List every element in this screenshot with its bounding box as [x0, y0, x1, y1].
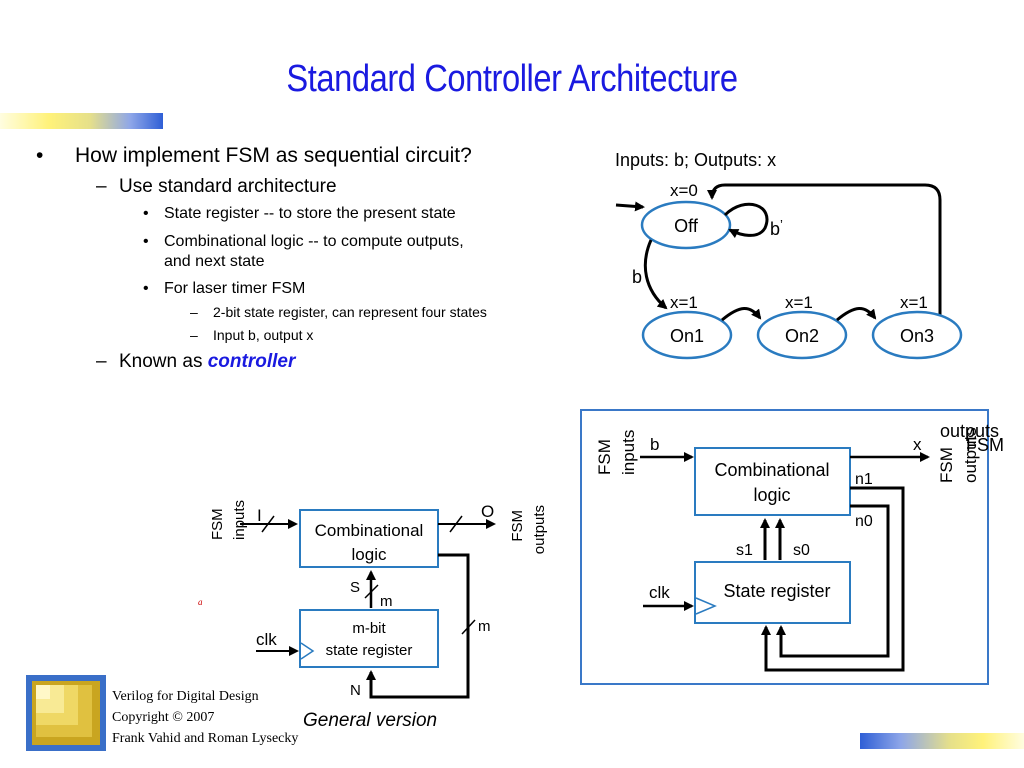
clock-triangle — [300, 642, 315, 660]
output-label-on3: x=1 — [900, 293, 928, 312]
bullet-text: Use standard architecture — [119, 176, 337, 197]
slide-title: Standard Controller Architecture — [286, 58, 738, 100]
transition-label-off-on1: b — [632, 267, 642, 287]
bus-slash — [261, 515, 275, 533]
state-label-on3: On3 — [900, 326, 934, 346]
general-input-label: I — [257, 506, 262, 525]
bullet-marker: • — [143, 205, 149, 222]
laser-x-label: x — [913, 435, 922, 454]
state-on3 — [871, 310, 963, 360]
general-m-label-2: m — [478, 618, 491, 635]
decorative-gradient-bar-bottom — [860, 733, 1024, 749]
laser-state-register — [694, 561, 851, 624]
self-loop-off — [723, 202, 769, 239]
decorative-gradient-bar-top — [0, 113, 163, 129]
fsm-state-diagram: Inputs: b; Outputs: x x=0 Off b’ b x=1 O… — [615, 150, 963, 360]
bullet-marker: • — [143, 280, 149, 297]
state-label-on2: On2 — [785, 326, 819, 346]
bullet-marker: • — [143, 233, 149, 250]
general-state-register — [299, 609, 439, 668]
footer-line-2: Copyright © 2007 — [112, 710, 215, 725]
general-clk-label: clk — [256, 630, 277, 649]
laser-combinational-logic — [694, 447, 851, 516]
bullet-text: State register -- to store the present s… — [164, 205, 456, 222]
state-label-off: Off — [674, 216, 699, 236]
laser-comb-logic-line1: Combinational — [714, 460, 829, 480]
general-register-line2: state register — [326, 642, 413, 659]
laser-s0-label: s0 — [793, 542, 810, 559]
bullet-text: For laser timer FSM — [164, 280, 306, 297]
state-off — [640, 200, 732, 250]
bus-slash — [449, 515, 463, 533]
laser-b-label: b — [650, 435, 659, 454]
transition-label-self: b’ — [770, 217, 783, 239]
publisher-logo — [26, 675, 106, 751]
footer-copyright: Verilog for Digital Design Copyright © 2… — [112, 686, 298, 749]
bus-slash — [461, 619, 476, 635]
fsm-header: Inputs: b; Outputs: x — [615, 150, 776, 170]
general-comb-logic-line2: logic — [352, 545, 387, 564]
general-s-label: S — [350, 579, 360, 596]
general-combinational-logic — [299, 509, 439, 568]
general-next-state-feedback — [366, 553, 470, 699]
clock-triangle — [695, 597, 717, 615]
transition-on2-on3 — [836, 307, 877, 322]
output-label-off: x=0 — [670, 181, 698, 200]
output-label-on1: x=1 — [670, 293, 698, 312]
general-n-label: N — [350, 682, 361, 699]
bullet-text: How implement FSM as sequential circuit? — [75, 144, 472, 167]
laser-n0-feedback — [776, 504, 890, 658]
laser-fsm-overlap-label: FSM — [966, 435, 1004, 455]
bullet-text-prefix: Known as — [119, 351, 208, 372]
bullet-text: 2-bit state register, can represent four… — [213, 304, 487, 320]
laser-n1-label: n1 — [855, 471, 873, 488]
bullet-marker: – — [96, 176, 107, 197]
transition-on1-on2 — [721, 307, 762, 322]
state-label-on1: On1 — [670, 326, 704, 346]
output-label-on2: x=1 — [785, 293, 813, 312]
controller-frame — [580, 409, 989, 685]
laser-outputs-overlap-label: outputs — [940, 421, 999, 441]
footer-line-1: Verilog for Digital Design — [112, 689, 259, 704]
bullet-text: Input b, output x — [213, 327, 314, 343]
general-version-caption: General version — [303, 710, 438, 731]
bullet-marker: • — [36, 144, 44, 167]
bus-slash — [364, 584, 379, 599]
bullet-text: and next state — [164, 253, 265, 270]
emphasis-controller: controller — [207, 351, 296, 372]
laser-n1-feedback — [761, 486, 905, 672]
laser-n0-label: n0 — [855, 513, 873, 530]
initial-transition-arrow — [615, 201, 645, 212]
transition-on3-off — [707, 183, 942, 315]
laser-comb-logic-line2: logic — [753, 485, 790, 505]
transition-off-on1 — [643, 239, 668, 310]
general-register-line1: m-bit — [352, 620, 386, 637]
general-output-label: O — [481, 502, 494, 521]
general-m-label: m — [380, 593, 393, 610]
laser-register-label: State register — [723, 581, 830, 601]
general-comb-logic-line1: Combinational — [315, 521, 424, 540]
stray-mark: a — [198, 597, 203, 607]
bullet-text: Known as controller — [119, 351, 295, 373]
laser-s1-label: s1 — [736, 542, 753, 559]
bullet-marker: – — [190, 304, 198, 320]
laser-clk-label: clk — [649, 583, 670, 602]
state-on2 — [756, 310, 848, 360]
footer-line-3: Frank Vahid and Roman Lysecky — [112, 731, 299, 746]
state-on1 — [641, 310, 733, 360]
bullet-text: Combinational logic -- to compute output… — [164, 233, 464, 250]
bullet-marker: – — [190, 327, 198, 343]
bullet-marker: – — [96, 351, 107, 372]
